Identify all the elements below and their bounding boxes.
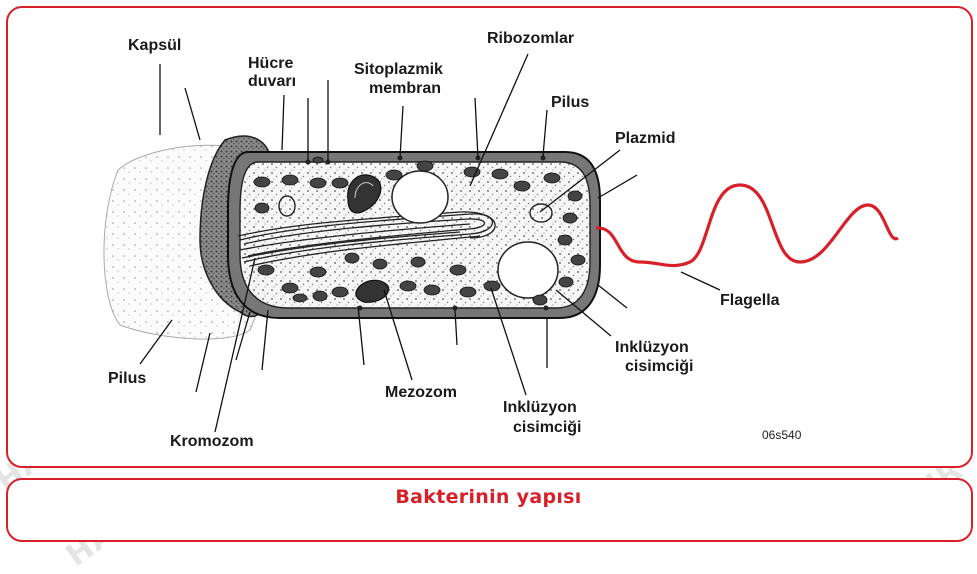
label-plazmid: Plazmid [615,130,675,147]
label-hucre-duvari-2: duvarı [248,73,296,90]
label-flagella: Flagella [720,292,780,309]
label-inkluzyon-right-1: Inklüzyon [615,339,689,356]
image-code: 06s540 [762,428,802,442]
bacterium-diagram: Kapsül Hücre duvarı Sitoplazmik membran … [0,0,977,470]
label-pilus-top: Pilus [551,94,589,111]
label-hucre-duvari-1: Hücre [248,55,293,72]
label-mezozom: Mezozom [385,384,457,401]
diagram-caption: Bakterinin yapısı [0,486,977,508]
flagellum [596,185,898,266]
label-inkluzyon-bottom-2: cisimciği [513,419,581,436]
label-kromozom: Kromozom [170,433,254,450]
label-sitoplazmik-membran-2: membran [369,80,441,97]
label-inkluzyon-bottom-1: Inklüzyon [503,399,577,416]
label-pilus-left: Pilus [108,370,146,387]
label-inkluzyon-right-2: cisimciği [625,358,693,375]
label-kapsul: Kapsül [128,37,181,54]
label-ribozomlar: Ribozomlar [487,30,574,47]
label-sitoplazmik-membran-1: Sitoplazmik [354,61,443,78]
